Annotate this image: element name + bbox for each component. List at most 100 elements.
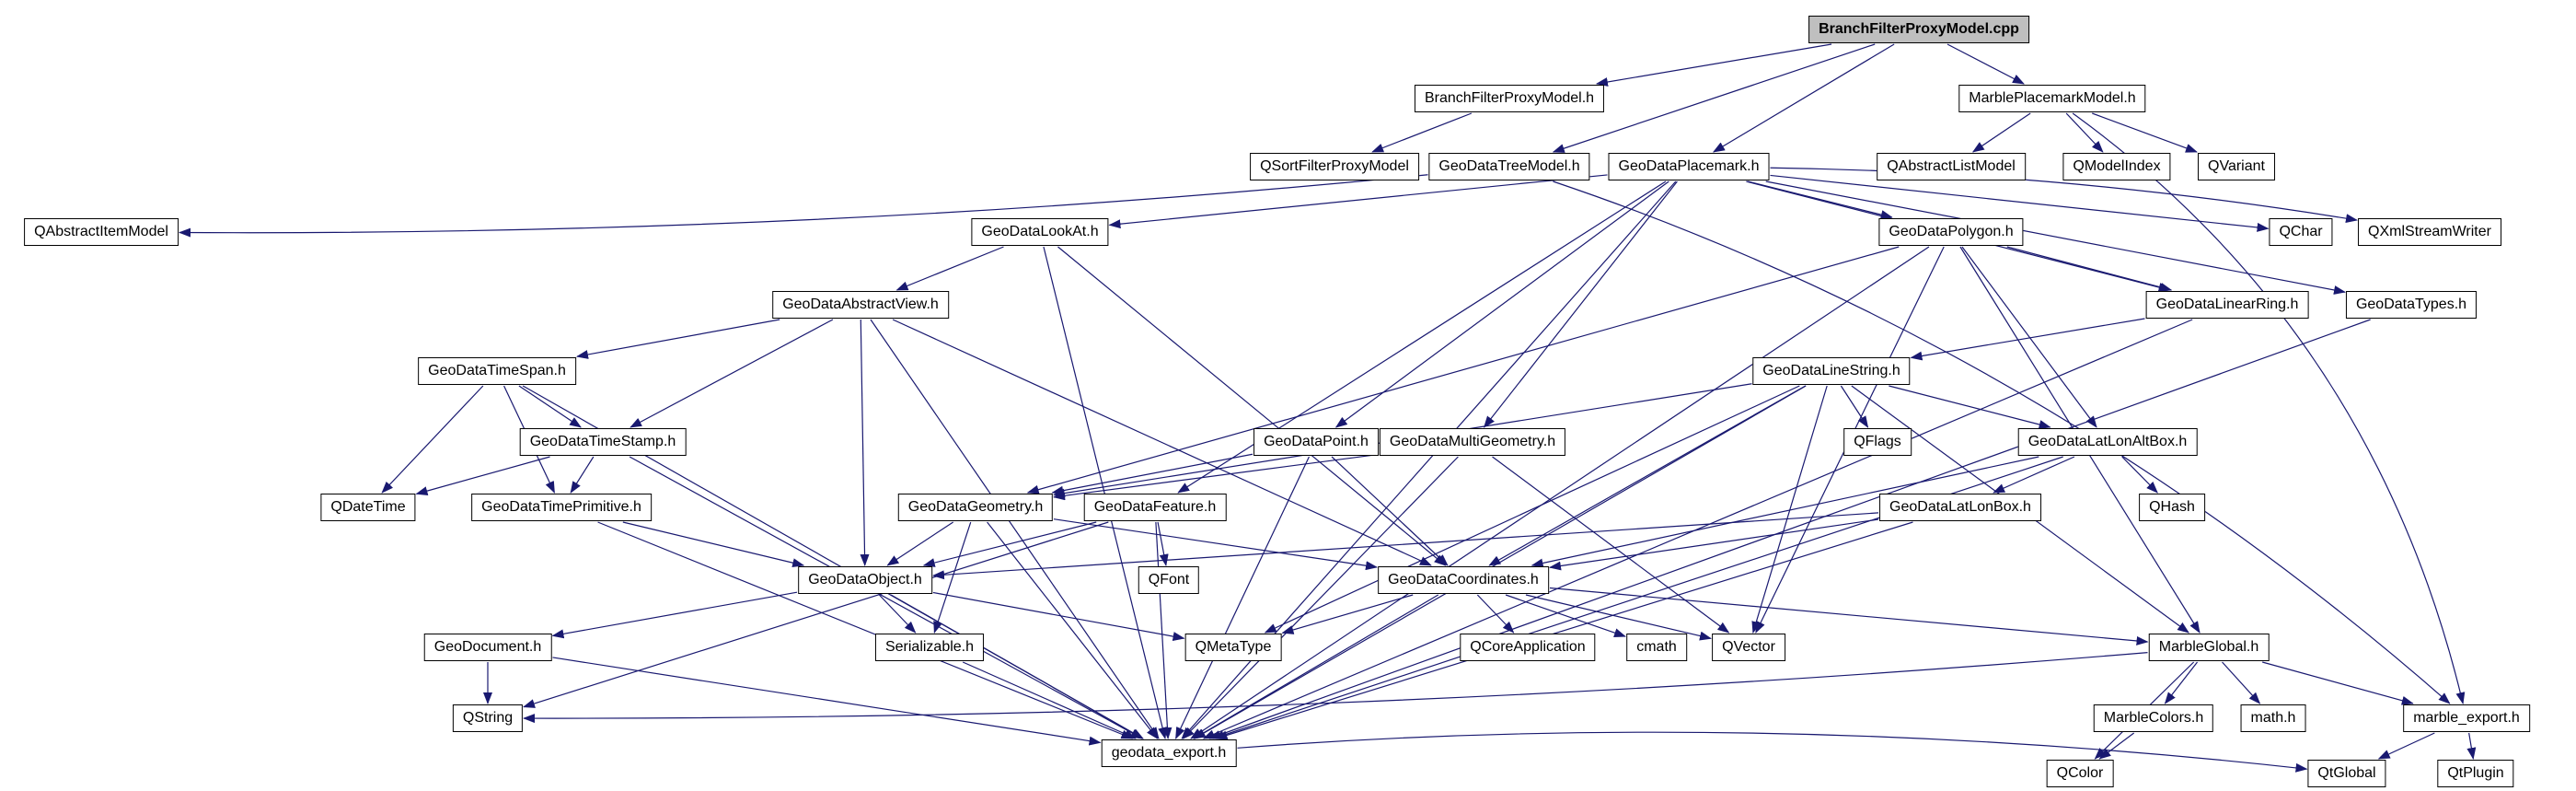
graph-node-qhash[interactable]: QHash xyxy=(2139,494,2205,521)
include-edge-placemark-to-qxsw xyxy=(1770,167,2358,224)
graph-node-qflags[interactable]: QFlags xyxy=(1843,428,1912,456)
include-edge-placemark-to-feature xyxy=(1177,180,1667,494)
include-edge-bfpm_h-to-qsfpm xyxy=(1371,112,1473,153)
include-edge-abstractview-to-coords xyxy=(892,319,1432,566)
graph-node-qvector[interactable]: QVector xyxy=(1712,634,1785,661)
include-edge-marble_export-to-qtplugin xyxy=(2466,732,2477,760)
include-edge-latlonbox-to-geodata_export xyxy=(1215,521,1913,740)
graph-node-geodata_export[interactable]: geodata_export.h xyxy=(1101,739,1237,767)
include-edge-feature-to-object xyxy=(922,521,1097,567)
graph-node-qchar[interactable]: QChar xyxy=(2269,218,2333,246)
graph-node-qcolor[interactable]: QColor xyxy=(2046,760,2114,787)
graph-node-qmodelindex[interactable]: QModelIndex xyxy=(2062,153,2171,180)
graph-node-geodoc[interactable]: GeoDocument.h xyxy=(423,634,552,661)
graph-node-qsfpm[interactable]: QSortFilterProxyModel xyxy=(1250,153,1419,180)
include-edge-point-to-geometry xyxy=(1051,453,1253,495)
include-edge-marbleglobal-to-marble_export xyxy=(2262,661,2414,705)
graph-node-marblecolors[interactable]: MarbleColors.h xyxy=(2093,704,2214,732)
graph-node-feature[interactable]: GeoDataFeature.h xyxy=(1083,494,1227,521)
graph-node-multigeom[interactable]: GeoDataMultiGeometry.h xyxy=(1379,428,1566,456)
include-edge-cpp-to-bfpm_h xyxy=(1595,43,1832,87)
include-edge-object-to-geodoc xyxy=(551,591,798,639)
graph-node-abstractview[interactable]: GeoDataAbstractView.h xyxy=(772,291,949,319)
include-edge-geodata_export-to-qtglobal xyxy=(1237,731,2308,773)
graph-node-qxsw[interactable]: QXmlStreamWriter xyxy=(2358,218,2501,246)
include-edge-geometry-to-serializable xyxy=(933,521,972,634)
graph-node-marbleglobal[interactable]: MarbleGlobal.h xyxy=(2148,634,2270,661)
include-edge-coords-to-marbleglobal xyxy=(1549,587,2149,646)
include-edge-timeprim-to-geodata_export xyxy=(597,521,1134,739)
include-edge-cpp-to-mpm_h xyxy=(1946,43,2025,85)
graph-node-timeprim[interactable]: GeoDataTimePrimitive.h xyxy=(471,494,652,521)
graph-node-placemark[interactable]: GeoDataPlacemark.h xyxy=(1608,153,1770,180)
graph-node-qmetatype[interactable]: QMetaType xyxy=(1184,634,1282,661)
graph-node-geometry[interactable]: GeoDataGeometry.h xyxy=(897,494,1054,521)
graph-node-timestamp[interactable]: GeoDataTimeStamp.h xyxy=(519,428,687,456)
include-edge-mpm_h-to-qvariant xyxy=(2092,112,2198,153)
include-edge-object-to-serializable xyxy=(878,594,917,634)
include-edge-placemark-to-point xyxy=(1334,180,1669,428)
graph-node-qfont[interactable]: QFont xyxy=(1138,566,1200,594)
include-edge-linestring-to-qflags xyxy=(1840,385,1869,428)
graph-node-polygon[interactable]: GeoDataPolygon.h xyxy=(1878,218,2024,246)
graph-node-bfpm_h[interactable]: BranchFilterProxyModel.h xyxy=(1414,85,1605,112)
graph-node-qablm[interactable]: QAbstractListModel xyxy=(1877,153,2026,180)
include-edge-marblecolors-to-qcolor xyxy=(2098,732,2135,760)
graph-node-lookat[interactable]: GeoDataLookAt.h xyxy=(971,218,1109,246)
include-edge-point-to-geodata_export xyxy=(1175,456,1310,739)
graph-node-qtglobal[interactable]: QtGlobal xyxy=(2307,760,2386,787)
graph-node-qcoreapp[interactable]: QCoreApplication xyxy=(1460,634,1596,661)
graph-node-linearring[interactable]: GeoDataLinearRing.h xyxy=(2145,291,2309,319)
include-edge-mpm_h-to-marble_export xyxy=(2072,112,2466,704)
graph-node-qtplugin[interactable]: QtPlugin xyxy=(2437,760,2514,787)
include-edge-latlonaltbox-to-coords xyxy=(1531,456,2039,568)
include-edge-coords-to-qcoreapp xyxy=(1476,594,1515,634)
include-edge-treemodel-to-marble_export xyxy=(1553,180,2451,704)
include-edge-geometry-to-geodata_export xyxy=(987,521,1159,739)
graph-node-types[interactable]: GeoDataTypes.h xyxy=(2345,291,2478,319)
include-edge-timestamp-to-qdatetime xyxy=(415,456,550,495)
include-edge-linearring-to-geodata_export xyxy=(1202,319,2193,739)
include-edge-abstractview-to-object xyxy=(860,319,870,566)
graph-node-timespan[interactable]: GeoDataTimeSpan.h xyxy=(418,357,576,385)
include-edge-multigeom-to-qvector xyxy=(1492,456,1730,634)
include-edge-object-to-geodata_export xyxy=(890,594,1144,739)
include-edge-feature-to-qstring xyxy=(523,521,1109,708)
graph-node-qstring[interactable]: QString xyxy=(452,704,524,732)
graph-node-marble_export[interactable]: marble_export.h xyxy=(2403,704,2530,732)
graph-node-qdatetime[interactable]: QDateTime xyxy=(320,494,416,521)
include-edge-mpm_h-to-qablm xyxy=(1971,112,2031,153)
include-edge-marbleglobal-to-math_h xyxy=(2222,661,2261,704)
include-edge-treemodel-to-qaim xyxy=(179,174,1428,238)
include-edge-timestamp-to-geodata_export xyxy=(629,456,1143,739)
graph-node-qaim[interactable]: QAbstractItemModel xyxy=(24,218,179,246)
include-edge-placemark-to-qchar xyxy=(1770,174,2270,232)
include-edge-timeprim-to-object xyxy=(622,521,805,568)
graph-node-linestring[interactable]: GeoDataLineString.h xyxy=(1752,357,1911,385)
include-edge-placemark-to-types xyxy=(1765,180,2346,295)
include-edge-types-to-geodata_export xyxy=(1208,319,2371,739)
graph-node-object[interactable]: GeoDataObject.h xyxy=(798,566,932,594)
include-edge-feature-to-qfont xyxy=(1157,521,1169,566)
graph-node-math_h[interactable]: math.h xyxy=(2240,704,2306,732)
include-edge-polygon-to-geodata_export xyxy=(1190,246,1930,739)
graph-node-treemodel[interactable]: GeoDataTreeModel.h xyxy=(1428,153,1590,180)
graph-node-cmath[interactable]: cmath xyxy=(1626,634,1687,661)
graph-node-coords[interactable]: GeoDataCoordinates.h xyxy=(1378,566,1549,594)
include-edge-placemark-to-polygon xyxy=(1748,180,1893,219)
graph-node-qvariant[interactable]: QVariant xyxy=(2198,153,2275,180)
include-edge-serializable-to-geodata_export xyxy=(962,661,1137,739)
graph-node-latlonaltbox[interactable]: GeoDataLatLonAltBox.h xyxy=(2017,428,2198,456)
include-edge-linestring-to-qmetatype xyxy=(1264,385,1800,634)
include-edge-linearring-to-linestring xyxy=(1910,318,2145,361)
graph-node-serializable[interactable]: Serializable.h xyxy=(874,634,985,661)
graph-node-latlonbox[interactable]: GeoDataLatLonBox.h xyxy=(1879,494,2041,521)
include-edge-coords-to-cmath xyxy=(1505,594,1626,637)
graph-node-point[interactable]: GeoDataPoint.h xyxy=(1253,428,1379,456)
include-edge-timestamp-to-timeprim xyxy=(570,456,595,494)
include-edge-cpp-to-treemodel xyxy=(1552,43,1876,153)
include-edge-geometry-to-object xyxy=(886,521,954,566)
include-edge-coords-to-qmetatype xyxy=(1281,594,1414,634)
graph-node-mpm_h[interactable]: MarblePlacemarkModel.h xyxy=(1958,85,2146,112)
